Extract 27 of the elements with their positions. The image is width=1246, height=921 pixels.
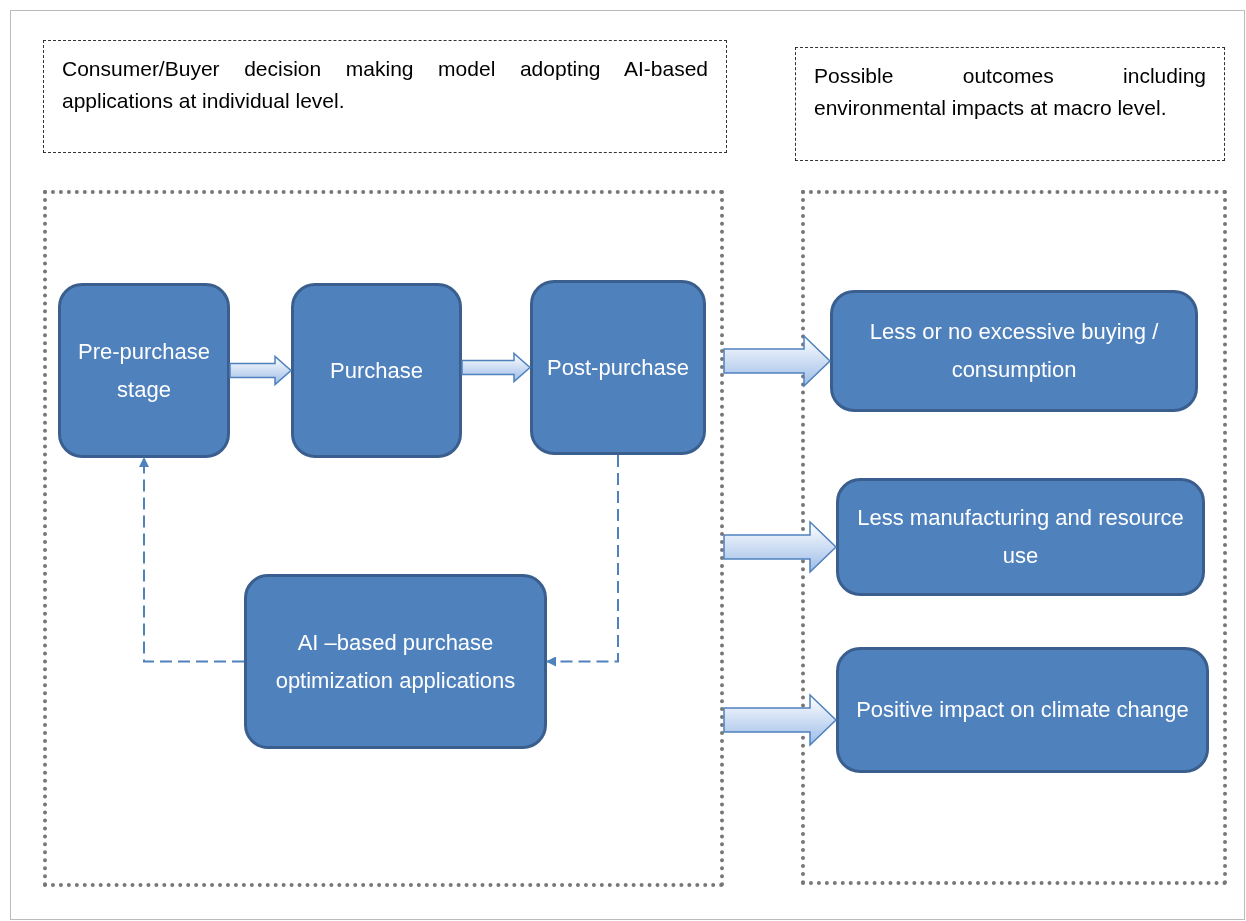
process-box [836,647,1209,773]
block-arrow [723,334,832,388]
block-arrow [229,354,293,387]
heading-text: Possible outcomes including environmental impacts at macro level. [814,63,1206,121]
dashed-arrow [546,454,619,667]
block-arrow [461,351,532,384]
process-box [530,280,706,455]
process-box [830,290,1198,412]
process-box [291,283,462,458]
box-label: Pre-purchase stage [76,337,212,404]
block-arrow [723,520,838,574]
dotted-frame [801,190,1227,885]
process-box [244,574,547,749]
box-label: Purchase [330,356,423,385]
dashed-arrow [139,457,245,663]
box-label: Less or no excessive buying / consumption [868,318,1160,384]
box-label: AI –based purchase optimization applications [274,628,517,695]
box-label: Less manufacturing and resource use [856,504,1185,570]
heading-text: Consumer/Buyer decision making model adopting AI-based applications at individual level. [62,56,708,114]
box-label: Positive impact on climate change [856,696,1189,724]
process-box [58,283,230,458]
dotted-frame [43,190,724,887]
block-arrow [723,693,838,747]
heading-box [795,47,1225,161]
heading-box [43,40,727,153]
process-box [836,478,1205,596]
box-label: Post-purchase [547,353,689,382]
